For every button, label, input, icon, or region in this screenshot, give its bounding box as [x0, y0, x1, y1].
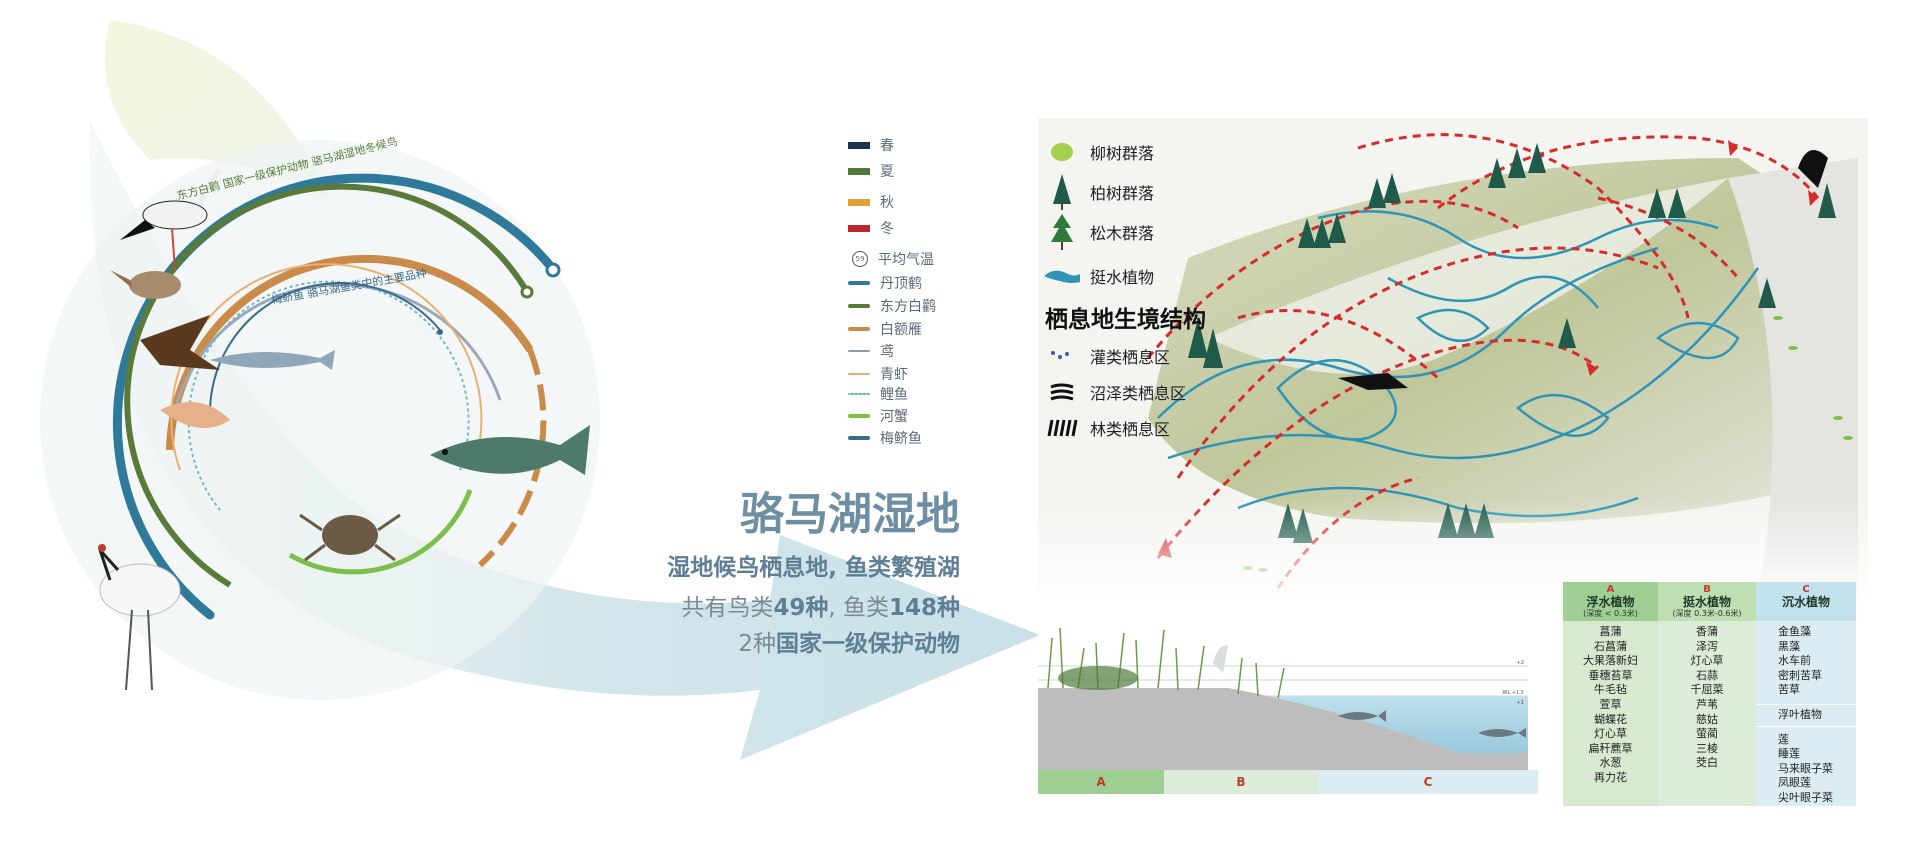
- goose-line-icon: [848, 327, 870, 331]
- temperature-badge-icon: 59: [852, 251, 868, 267]
- legend-temperature: 59 平均气温: [848, 249, 934, 269]
- cypress-icon: [1044, 174, 1080, 210]
- legend-summer: 夏: [848, 161, 894, 181]
- crab-figure: [299, 513, 401, 562]
- column-header-emergent: B 挺水植物 (深度 0.3米-0.6米): [1658, 582, 1756, 621]
- habitat-structure-title: 栖息地生境结构: [1045, 307, 1206, 333]
- shrimp-line-icon: [848, 373, 870, 375]
- flying-bird-icon: [1338, 373, 1408, 390]
- legend-shrub-habitat: 灌类栖息区: [1044, 342, 1170, 370]
- floating-leaf-header: 浮叶植物: [1756, 703, 1856, 727]
- legend-marsh-habitat: 沼泽类栖息区: [1044, 378, 1186, 406]
- legend-shrimp: 青虾: [848, 364, 908, 384]
- column-header-floating: A 浮水植物 (深度 < 0.3米): [1563, 582, 1658, 621]
- ring-goose: [166, 254, 534, 451]
- subtitle-line-2: 共有鸟类49种, 鱼类148种: [681, 595, 960, 621]
- ring-shrimp: [170, 263, 483, 471]
- crane-line-icon: [848, 281, 870, 285]
- habitat-aerial-map: [1038, 118, 1868, 598]
- plant-table: A 浮水植物 (深度 < 0.3米) B 挺水植物 (深度 0.3米-0.6米)…: [1563, 582, 1856, 806]
- ring-stork: [124, 183, 529, 588]
- heron-icon: [1213, 645, 1228, 673]
- marsh-habitat-icon: [1044, 378, 1080, 406]
- spring-swatch: [848, 141, 870, 149]
- ring-anchovy: [209, 282, 441, 411]
- carp-figure: [430, 425, 590, 475]
- section-b-label: B: [1164, 770, 1318, 794]
- crab-line-icon: [848, 414, 870, 418]
- level-label: WL +1.5: [1503, 690, 1524, 696]
- fish-icon: [1478, 728, 1526, 738]
- legend-cypress: 柏树群落: [1044, 174, 1154, 210]
- legend-pine: 松木群落: [1044, 214, 1154, 250]
- legend-spring: 春: [848, 135, 894, 155]
- legend-carp: 鲤鱼: [848, 384, 908, 404]
- legend-anchovy: 梅鲚鱼: [848, 428, 922, 448]
- section-c-label: C: [1318, 770, 1538, 794]
- shrub-habitat-icon: [1044, 342, 1080, 370]
- kite-figure: [140, 315, 220, 370]
- forest-habitat-icon: [1044, 414, 1080, 442]
- floating-plant-list: 菖蒲 石菖蒲 大果落新妇 垂穗苔草 牛毛毡 萱草 蝴蝶花 灯心草 扁秆藨草 水葱…: [1563, 621, 1658, 806]
- page-title: 骆马湖湿地: [740, 489, 960, 540]
- wetland-cross-section: +2 WL +1.5 +1: [1038, 618, 1538, 770]
- ring-crab: [288, 489, 473, 575]
- willow-icon: [1044, 138, 1080, 166]
- level-label: +1: [1517, 700, 1524, 706]
- crane-figure: [98, 544, 181, 691]
- summer-swatch: [848, 167, 870, 175]
- fish-icon: [1338, 710, 1386, 722]
- pine-icon: [1044, 214, 1080, 250]
- ring-carp: [187, 280, 470, 511]
- heron-icon: [1798, 150, 1828, 188]
- emergent-plant-icon: [1044, 262, 1080, 290]
- legend-oriental-stork: 东方白鹳: [848, 296, 936, 316]
- autumn-swatch: [848, 198, 870, 206]
- ring-kite: [173, 283, 502, 411]
- anchovy-line-icon: [848, 436, 870, 440]
- species-ring-chart: [98, 168, 590, 691]
- legend-forest-habitat: 林类栖息区: [1044, 414, 1170, 442]
- stork-figure: [120, 168, 222, 271]
- goose-figure: [110, 270, 181, 299]
- level-label: +2: [1517, 660, 1524, 666]
- submerged-plant-list: 金鱼藻 黑藻 水车前 密刺苦草 苦草 浮叶植物 莲 睡莲 马来眼子菜 凤眼莲 尖…: [1756, 621, 1856, 806]
- legend-white-fronted-goose: 白额雁: [848, 319, 922, 339]
- legend-willow: 柳树群落: [1044, 138, 1154, 166]
- kite-line-icon: [848, 350, 870, 352]
- carp-line-icon: [848, 393, 870, 395]
- shrimp-figure: [160, 402, 230, 428]
- winter-swatch: [848, 224, 870, 232]
- legend-kite: 鸢: [848, 341, 894, 361]
- legend-crab: 河蟹: [848, 406, 908, 426]
- subtitle-line-1: 湿地候鸟栖息地, 鱼类繁殖湖: [667, 555, 960, 581]
- stork-line-icon: [848, 304, 870, 308]
- subtitle-line-3: 2种国家一级保护动物: [738, 631, 960, 657]
- legend-winter: 冬: [848, 218, 894, 238]
- column-header-submerged: C 沉水植物: [1756, 582, 1856, 621]
- legend-emergent-plant: 挺水植物: [1044, 262, 1154, 290]
- legend-autumn: 秋: [848, 192, 894, 212]
- legend-red-crowned-crane: 丹顶鹤: [848, 273, 922, 293]
- emergent-plant-list: 香蒲 泽泻 灯心草 石蒜 千屈菜 芦苇 慈姑 萤蔺 三棱 茭白: [1658, 621, 1756, 806]
- section-a-label: A: [1038, 770, 1164, 794]
- anchovy-figure: [210, 350, 335, 370]
